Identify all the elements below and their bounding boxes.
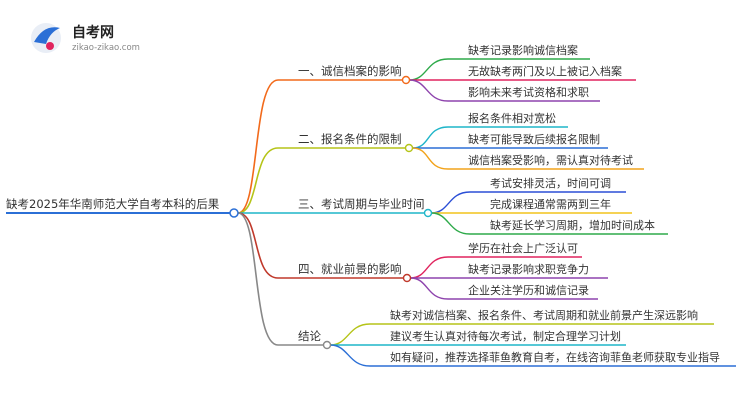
root-branch-link xyxy=(237,212,279,279)
leaf-label: 缺考记录影响诚信档案 xyxy=(468,43,578,57)
leaf-label: 无故缺考两门及以上被记入档案 xyxy=(468,64,622,78)
branch-label: 二、报名条件的限制 xyxy=(298,132,402,146)
leaf-label: 完成课程通常需两到三年 xyxy=(490,197,611,211)
leaf-node[interactable]: 缺考记录影响求职竞争力 xyxy=(448,262,608,279)
leaf-node[interactable]: 缺考对诚信档案、报名条件、考试周期和就业前景产生深远影响 xyxy=(370,308,714,325)
leaf-node[interactable]: 缺考延长学习周期，增加时间成本 xyxy=(470,218,668,235)
root-toggle[interactable] xyxy=(229,208,239,218)
leaf-label: 建议考生认真对待每次考试，制定合理学习计划 xyxy=(390,329,621,343)
leaf-label: 考试安排灵活，时间可调 xyxy=(490,176,611,190)
branch-toggle[interactable] xyxy=(322,340,332,350)
leaf-node[interactable]: 诚信档案受影响，需认真对待考试 xyxy=(448,153,644,170)
branch-toggle[interactable] xyxy=(402,273,412,283)
leaf-node[interactable]: 建议考生认真对待每次考试，制定合理学习计划 xyxy=(370,329,626,346)
branch-label: 四、就业前景的影响 xyxy=(298,262,402,276)
leaf-label: 缺考记录影响求职竞争力 xyxy=(468,262,589,276)
branch-leaf-link xyxy=(412,147,449,170)
logo-dot-icon xyxy=(46,42,54,50)
branch-leaf-link xyxy=(410,277,449,300)
mindmap-nodes: 缺考2025年华南师范大学自考本科的后果 一、诚信档案的影响 缺考记录影响诚信档案无… xyxy=(6,43,736,367)
leaf-label: 影响未来考试资格和求职 xyxy=(468,85,589,99)
leaf-label: 报名条件相对宽松 xyxy=(468,111,556,125)
leaf-node[interactable]: 完成课程通常需两到三年 xyxy=(470,197,632,214)
leaf-node[interactable]: 考试安排灵活，时间可调 xyxy=(470,176,626,193)
root-branch-link xyxy=(237,212,279,346)
leaf-node[interactable]: 缺考可能导致后续报名限制 xyxy=(448,132,608,149)
branch-toggle[interactable] xyxy=(404,143,414,153)
branch-node[interactable]: 二、报名条件的限制 xyxy=(278,132,414,153)
branch-node[interactable]: 四、就业前景的影响 xyxy=(278,262,412,283)
root-node[interactable]: 缺考2025年华南师范大学自考本科的后果 xyxy=(6,197,239,218)
leaf-label: 缺考延长学习周期，增加时间成本 xyxy=(490,218,655,232)
leaf-node[interactable]: 无故缺考两门及以上被记入档案 xyxy=(448,64,636,81)
leaf-node[interactable]: 学历在社会上广泛认可 xyxy=(448,241,582,258)
leaf-label: 学历在社会上广泛认可 xyxy=(468,241,578,255)
branch-leaf-link xyxy=(412,126,449,149)
branch-toggle[interactable] xyxy=(401,75,411,85)
mindmap-links xyxy=(237,58,471,367)
branch-label: 三、考试周期与毕业时间 xyxy=(298,197,425,211)
logo-url: zikao-zikao.com xyxy=(72,43,140,53)
branch-leaf-link xyxy=(409,58,449,81)
leaf-label: 诚信档案受影响，需认真对待考试 xyxy=(468,153,633,167)
leaf-label: 缺考可能导致后续报名限制 xyxy=(468,132,600,146)
leaf-label: 缺考对诚信档案、报名条件、考试周期和就业前景产生深远影响 xyxy=(390,308,698,322)
leaf-node[interactable]: 报名条件相对宽松 xyxy=(448,111,568,128)
branch-leaf-link xyxy=(431,212,471,235)
branch-leaf-link xyxy=(330,344,371,367)
site-logo[interactable]: 自考网 zikao-zikao.com xyxy=(31,23,140,53)
root-branch-link xyxy=(237,147,279,214)
logo-name: 自考网 xyxy=(72,24,114,41)
leaf-label: 企业关注学历和诚信记录 xyxy=(468,283,589,297)
branch-leaf-link xyxy=(330,323,371,346)
branch-node[interactable]: 三、考试周期与毕业时间 xyxy=(278,197,433,218)
branch-label: 结论 xyxy=(298,329,321,343)
branch-leaf-link xyxy=(409,79,449,102)
branch-label: 一、诚信档案的影响 xyxy=(298,64,402,78)
branch-leaf-link xyxy=(410,256,449,279)
root-branch-link xyxy=(237,79,279,214)
root-label: 缺考2025年华南师范大学自考本科的后果 xyxy=(6,197,220,211)
branch-leaf-link xyxy=(431,191,471,214)
leaf-node[interactable]: 影响未来考试资格和求职 xyxy=(448,85,600,102)
branch-toggle[interactable] xyxy=(423,208,433,218)
branch-node[interactable]: 结论 xyxy=(278,329,332,350)
leaf-node[interactable]: 企业关注学历和诚信记录 xyxy=(448,283,598,300)
branch-node[interactable]: 一、诚信档案的影响 xyxy=(278,64,411,85)
leaf-node[interactable]: 缺考记录影响诚信档案 xyxy=(448,43,590,60)
leaf-label: 如有疑问，推荐选择菲鱼教育自考，在线咨询菲鱼老师获取专业指导 xyxy=(390,350,720,364)
logo-swoosh-icon xyxy=(34,27,60,44)
leaf-node[interactable]: 如有疑问，推荐选择菲鱼教育自考，在线咨询菲鱼老师获取专业指导 xyxy=(370,350,736,367)
